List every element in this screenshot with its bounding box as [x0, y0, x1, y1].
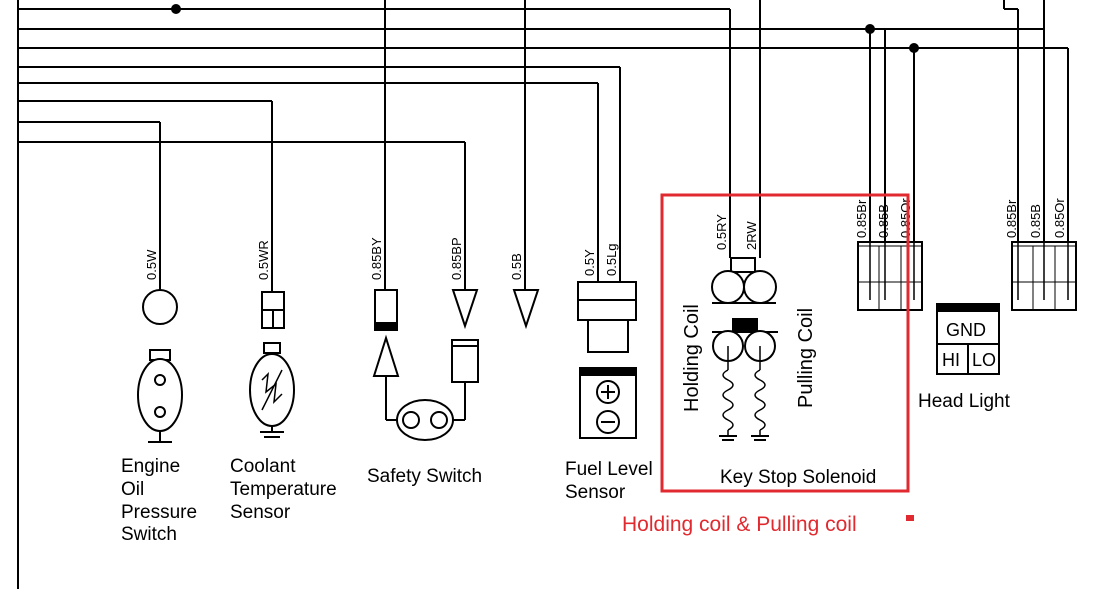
- annotation-marker: [906, 515, 914, 521]
- pulling-coil-label: Pulling Coil: [795, 308, 817, 408]
- wire-label-c2-a: 0.85Br: [1004, 199, 1019, 238]
- wire-label-safety-b: 0.85BP: [449, 237, 464, 280]
- safety-switch: 0.85BY 0.85BP Safety Switch: [367, 142, 482, 487]
- fuel-level-sensor: 0.5Y 0.5Lg Fuel Level Sensor: [565, 67, 653, 503]
- coolant-label-3: Sensor: [230, 502, 291, 523]
- wire-label-sol-a: 0.5RY: [714, 214, 729, 250]
- head-light-label: Head Light: [918, 391, 1011, 412]
- wire-label-c2-b: 0.85B: [1028, 204, 1043, 238]
- oil-pressure-switch: 0.5W Engine Oil Pressure Switch: [121, 122, 197, 545]
- safety-label: Safety Switch: [367, 466, 482, 487]
- coolant-label-1: Coolant: [230, 456, 296, 477]
- highlight-box: [660, 193, 910, 493]
- wire-label-fuel-b: 0.5Lg: [604, 243, 619, 276]
- wire-label-safety-a: 0.85BY: [369, 237, 384, 280]
- wire-label-c1-c: 0.85Or: [898, 198, 913, 238]
- wire-label-c1-a: 0.85Br: [854, 199, 869, 238]
- head-light: GND HI LO Head Light: [918, 303, 1011, 412]
- wire-label-oil: 0.5W: [144, 249, 159, 280]
- solenoid-label: Key Stop Solenoid: [720, 467, 876, 488]
- key-stop-solenoid: 0.5RY 2RW Holding Coil Pulling Coil Key …: [681, 214, 876, 488]
- connector-2: 0.85Br 0.85B 0.85Or: [1004, 198, 1077, 311]
- lo-label: LO: [972, 350, 996, 370]
- oil-label-4: Switch: [121, 524, 177, 545]
- holding-coil-label: Holding Coil: [681, 304, 703, 412]
- connector-1: 0.85Br 0.85B 0.85Or: [854, 198, 923, 311]
- fuel-label-1: Fuel Level: [565, 459, 653, 480]
- oil-label-2: Oil: [121, 479, 144, 500]
- hi-label: HI: [942, 350, 960, 370]
- wire-label-c1-b: 0.85B: [876, 204, 891, 238]
- gnd-label: GND: [946, 320, 986, 340]
- wire-harness: [17, 0, 1069, 589]
- oil-label-3: Pressure: [121, 502, 197, 523]
- oil-label-1: Engine: [121, 456, 180, 477]
- wire-label-coolant: 0.5WR: [256, 240, 271, 280]
- fuel-label-2: Sensor: [565, 482, 626, 503]
- ground-terminal: 0.5B: [509, 253, 540, 330]
- coolant-label-2: Temperature: [230, 479, 337, 500]
- highlight-annotation: Holding coil & Pulling coil: [622, 193, 914, 536]
- wire-label-c2-c: 0.85Or: [1052, 198, 1067, 238]
- wire-label-ground: 0.5B: [509, 253, 524, 280]
- wire-label-fuel-a: 0.5Y: [582, 249, 597, 276]
- wire-label-sol-b: 2RW: [744, 221, 759, 250]
- coolant-temp-sensor: 0.5WR Coolant Temperature Sensor: [230, 101, 337, 523]
- annotation-text: Holding coil & Pulling coil: [622, 513, 857, 536]
